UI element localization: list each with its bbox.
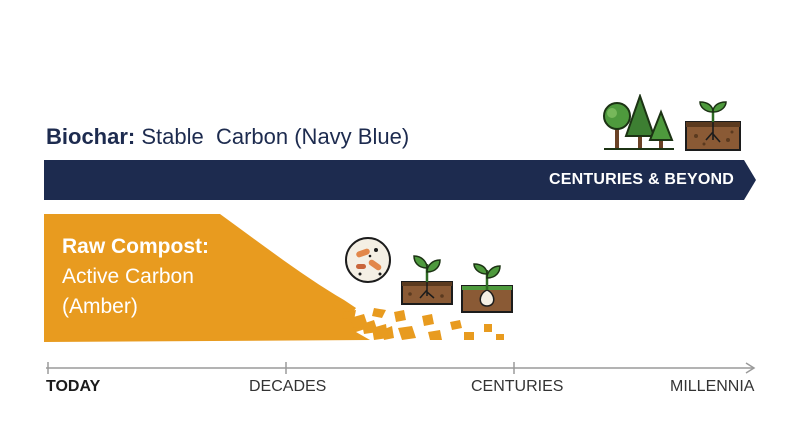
compost-title-bold: Raw Compost: (62, 235, 209, 258)
compost-title-line3: (Amber) (62, 295, 138, 318)
sprout-in-soil-icon (400, 250, 454, 306)
microbes-icon (344, 236, 392, 284)
compost-title: Raw Compost: Active Carbon (Amber) (62, 232, 209, 322)
timeline-tick-millennia: MILLENNIA (670, 378, 755, 395)
timeline-tick-centuries: CENTURIES (471, 378, 564, 395)
sprout-in-soil-icon (684, 96, 742, 152)
biochar-title: Biochar: Stable Carbon (Navy Blue) (46, 124, 409, 150)
compost-title-line2: Active Carbon (62, 265, 194, 288)
sprout-with-root-bulb-icon (460, 260, 514, 316)
biochar-bar-label: CENTURIES & BEYOND (549, 171, 734, 188)
timeline-tick-decades: DECADES (249, 378, 327, 395)
biochar-title-bold: Biochar: (46, 124, 136, 149)
biochar-arrow-bar (44, 160, 756, 200)
timeline-tick-today: TODAY (46, 378, 101, 395)
compost-fragments (350, 310, 504, 340)
trees-icon (600, 94, 676, 152)
biochar-title-rest: Stable Carbon (Navy Blue) (135, 124, 410, 149)
timeline-axis (46, 362, 756, 374)
